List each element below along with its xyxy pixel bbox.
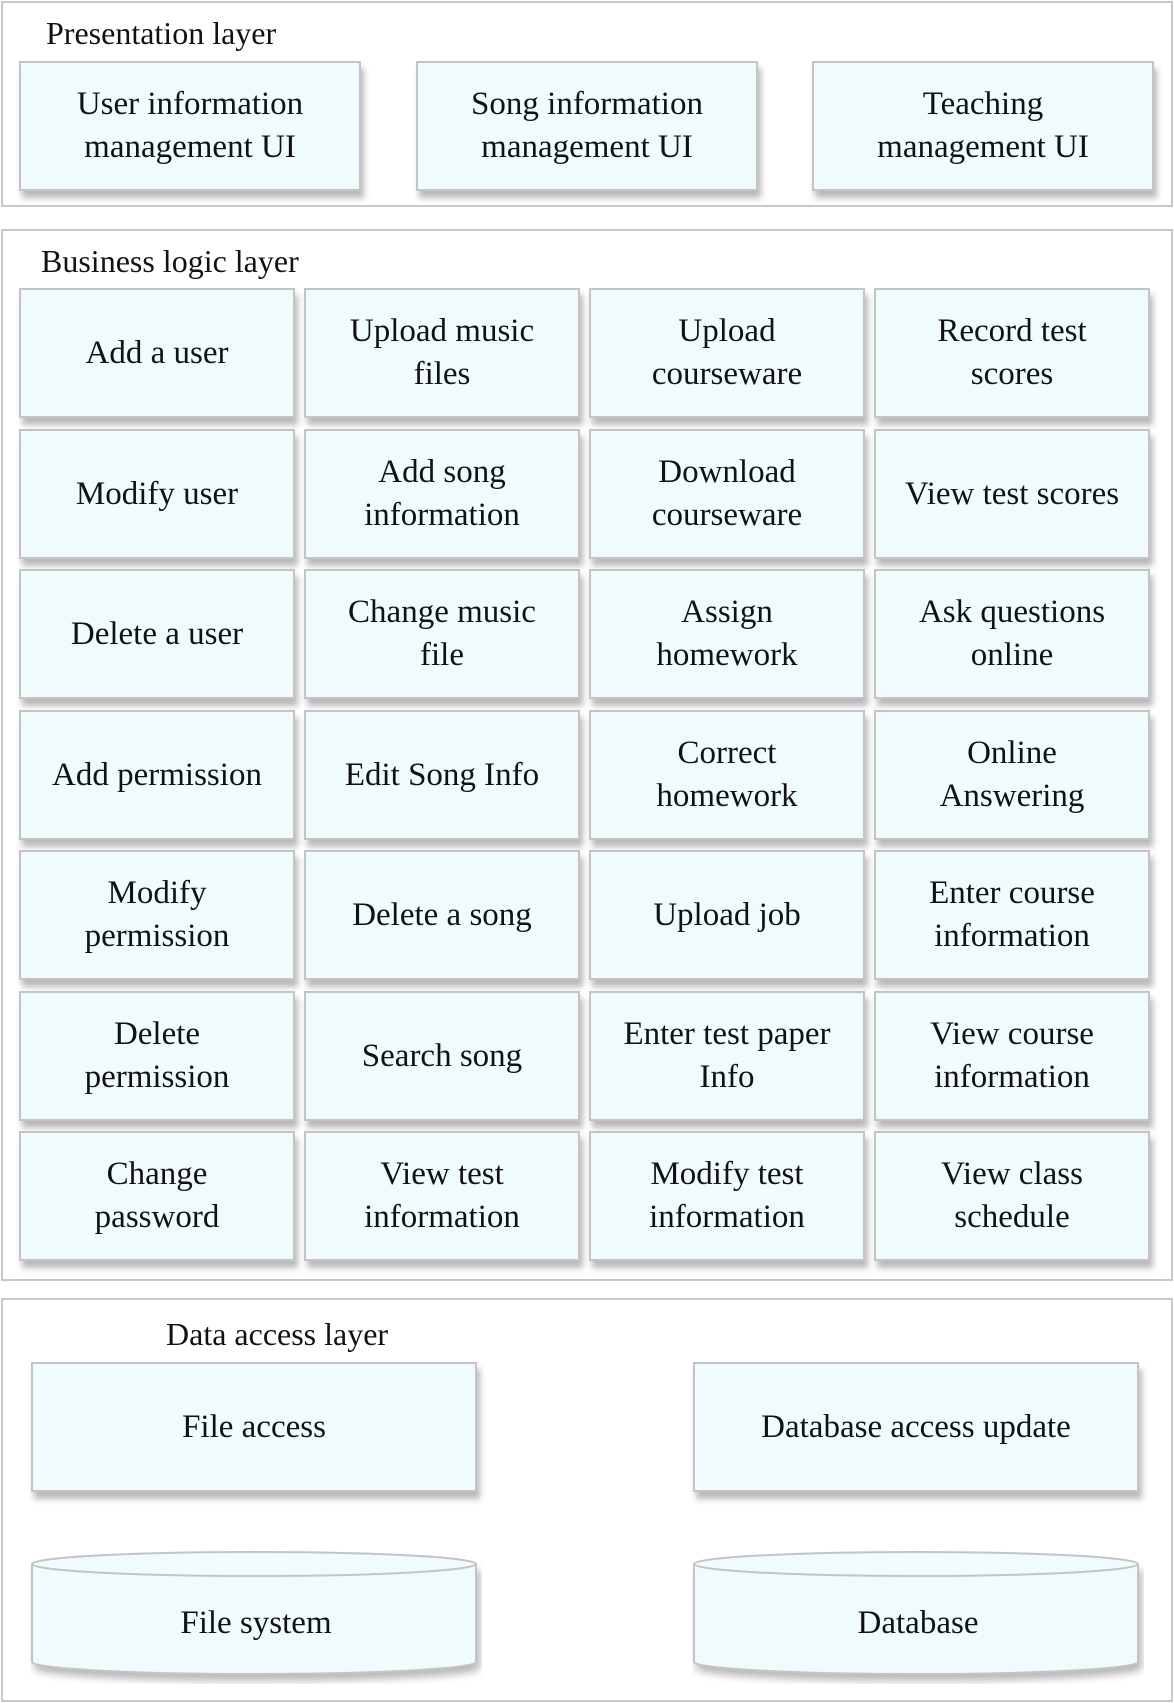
biz-box-delete-a-song: Delete a song [304,850,580,980]
biz-box-upload-music-files: Upload music files [304,288,580,418]
biz-box-view-class-schedule: View class schedule [874,1131,1150,1261]
biz-box-add-permission: Add permission [19,710,295,840]
database-access-update-box: Database access update [693,1362,1139,1492]
biz-box-change-password: Change password [19,1131,295,1261]
database-cylinder-icon [693,1551,1139,1675]
biz-box-enter-course-information: Enter course information [874,850,1150,980]
database-label: Database [857,1604,979,1641]
presentation-layer-title: Presentation layer [46,15,277,51]
business-logic-layer-title: Business logic layer [41,243,299,279]
biz-box-record-test-scores: Record test scores [874,288,1150,418]
data-access-layer-title: Data access layer [166,1316,389,1352]
biz-box-view-test-scores: View test scores [874,429,1150,559]
biz-box-online-answering: Online Answering [874,710,1150,840]
biz-box-assign-homework: Assign homework [589,569,865,699]
biz-box-view-test-information: View test information [304,1131,580,1261]
biz-box-delete-a-user: Delete a user [19,569,295,699]
biz-box-upload-courseware: Upload courseware [589,288,865,418]
biz-box-delete-permission: Delete permission [19,991,295,1121]
database-store: Database [692,1550,1144,1684]
biz-box-search-song: Search song [304,991,580,1121]
biz-box-modify-test-information: Modify test information [589,1131,865,1261]
file-system-store: File system [30,1550,482,1684]
file-system-cylinder-icon [31,1551,477,1675]
biz-box-modify-permission: Modify permission [19,850,295,980]
biz-box-enter-test-paper-info: Enter test paper Info [589,991,865,1121]
biz-box-edit-song-info: Edit Song Info [304,710,580,840]
user-info-ui-box: User information management UI [19,61,361,191]
biz-box-view-course-information: View course information [874,991,1150,1121]
biz-box-add-song-information: Add song information [304,429,580,559]
biz-box-correct-homework: Correct homework [589,710,865,840]
song-info-ui-box: Song information management UI [416,61,758,191]
biz-box-modify-user: Modify user [19,429,295,559]
biz-box-change-music-file: Change music file [304,569,580,699]
biz-box-download-courseware: Download courseware [589,429,865,559]
biz-box-upload-job: Upload job [589,850,865,980]
biz-box-add-a-user: Add a user [19,288,295,418]
teaching-ui-box: Teaching management UI [812,61,1154,191]
biz-box-ask-questions-online: Ask questions online [874,569,1150,699]
file-access-box: File access [31,1362,477,1492]
file-system-label: File system [180,1604,332,1641]
